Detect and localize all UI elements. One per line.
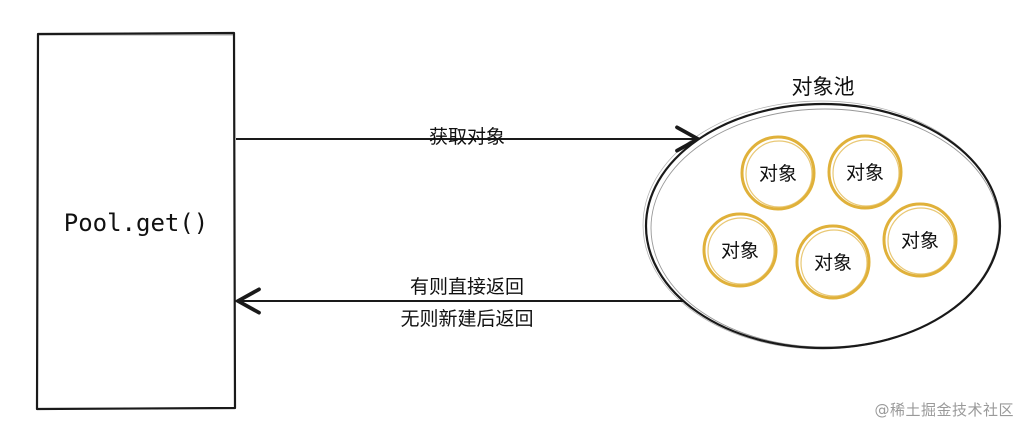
object-3: 对象 <box>702 212 778 288</box>
watermark: @稀土掘金技术社区 <box>874 401 1014 419</box>
pool-title: 对象池 <box>792 75 855 99</box>
object-1: 对象 <box>740 135 816 211</box>
object-4: 对象 <box>795 224 871 300</box>
object-4-label: 对象 <box>814 252 852 274</box>
caller-box-label: Pool.get() <box>64 209 209 237</box>
get-object-arrow: 获取对象 <box>236 125 702 153</box>
caller-box: Pool.get() <box>35 31 237 411</box>
object-pool: 对象池 <box>642 75 1002 350</box>
object-2: 对象 <box>827 134 903 210</box>
object-5: 对象 <box>882 202 958 278</box>
get-object-label: 获取对象 <box>429 126 505 148</box>
return-object-arrow: 有则直接返回 无则新建后返回 <box>234 276 698 330</box>
object-1-label: 对象 <box>759 163 797 185</box>
return-label-line1: 有则直接返回 <box>410 276 524 298</box>
object-2-label: 对象 <box>846 162 884 184</box>
object-3-label: 对象 <box>721 240 759 262</box>
object-5-label: 对象 <box>901 230 939 252</box>
return-label-line2: 无则新建后返回 <box>400 308 533 330</box>
